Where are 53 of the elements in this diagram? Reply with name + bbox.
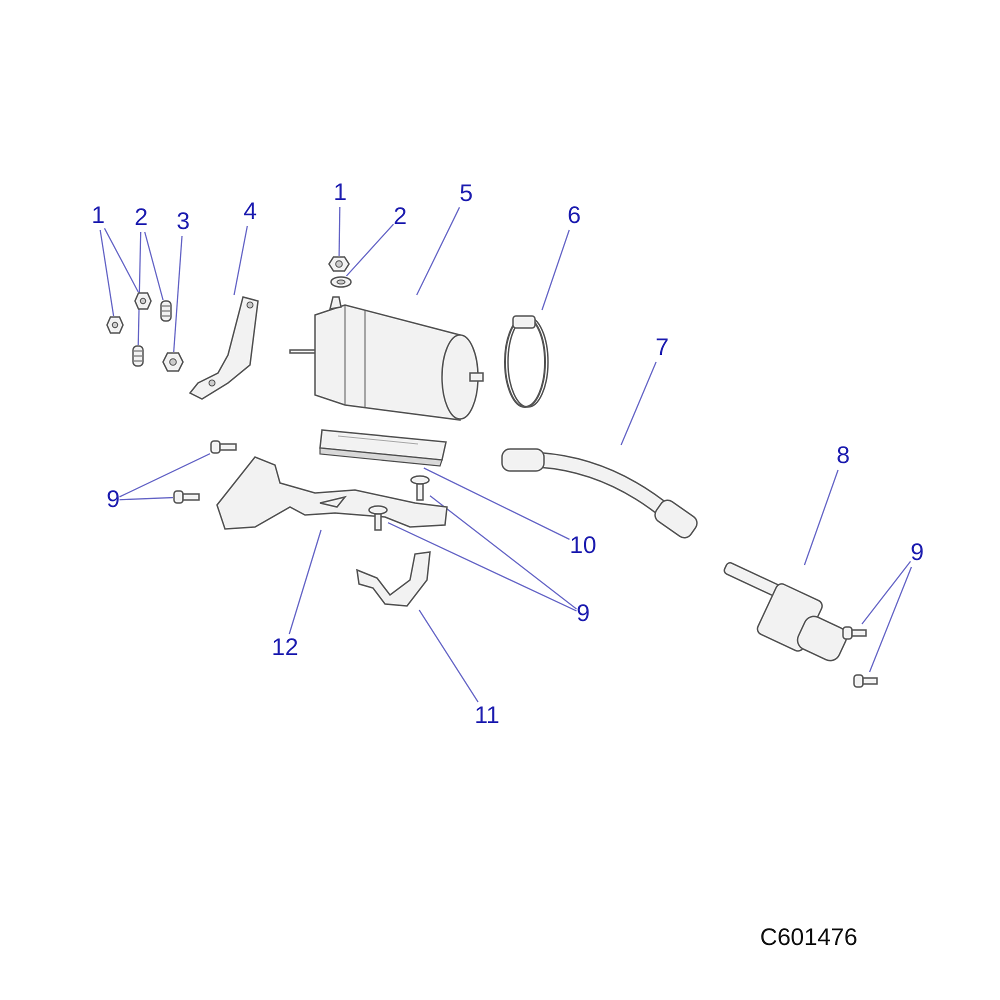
leader-line <box>233 226 248 296</box>
leader-line <box>418 610 479 702</box>
figure-code: C601476 <box>760 924 858 952</box>
callout-number: 7 <box>656 334 668 362</box>
callout-number: 5 <box>460 180 472 208</box>
leader-line <box>861 560 912 624</box>
leader-line <box>620 362 657 446</box>
screw-drawing <box>853 672 879 690</box>
screw-drawing <box>368 505 388 531</box>
callout-number: 6 <box>568 202 580 230</box>
leader-line <box>104 228 139 292</box>
callout-number: 8 <box>836 442 850 470</box>
leader-line <box>288 530 322 634</box>
callout-number: 4 <box>244 198 256 226</box>
leader-line <box>804 470 839 566</box>
leader-line <box>430 495 577 610</box>
leader-line <box>388 522 577 612</box>
screw-drawing <box>842 624 868 642</box>
nut-drawing <box>106 316 124 334</box>
screw-drawing <box>410 475 430 501</box>
callout-number: 9 <box>106 486 120 514</box>
leader-line <box>119 453 210 498</box>
pad-drawing <box>318 428 448 468</box>
leader-line <box>338 206 340 256</box>
callout-number: 9 <box>910 539 924 567</box>
leader-line <box>541 230 570 310</box>
nut-drawing <box>328 256 350 272</box>
leader-line <box>868 566 912 672</box>
screw-drawing <box>173 488 201 506</box>
leader-line <box>144 232 164 300</box>
lock-washer-drawing <box>160 300 172 322</box>
callout-number: 2 <box>394 203 406 231</box>
bracket-drawing <box>188 295 260 400</box>
callout-number: 11 <box>474 702 500 730</box>
leader-line <box>173 236 183 352</box>
leader-line <box>119 496 174 500</box>
callout-number: 10 <box>570 532 596 560</box>
nut-drawing <box>162 352 184 372</box>
callout-number: 1 <box>92 202 104 230</box>
callout-number: 9 <box>576 600 590 628</box>
callout-number: 1 <box>334 179 346 207</box>
leader-line <box>424 467 570 540</box>
leader-line <box>100 230 114 316</box>
leader-line <box>138 232 142 346</box>
lock-washer-drawing <box>132 345 144 367</box>
screw-drawing <box>210 438 238 456</box>
washer-drawing <box>330 276 352 288</box>
leader-line <box>416 207 460 296</box>
callout-number: 3 <box>176 208 190 236</box>
callout-number: 12 <box>272 634 298 662</box>
nut-drawing <box>134 292 152 310</box>
leader-line <box>346 224 394 276</box>
callout-number: 2 <box>134 204 148 232</box>
